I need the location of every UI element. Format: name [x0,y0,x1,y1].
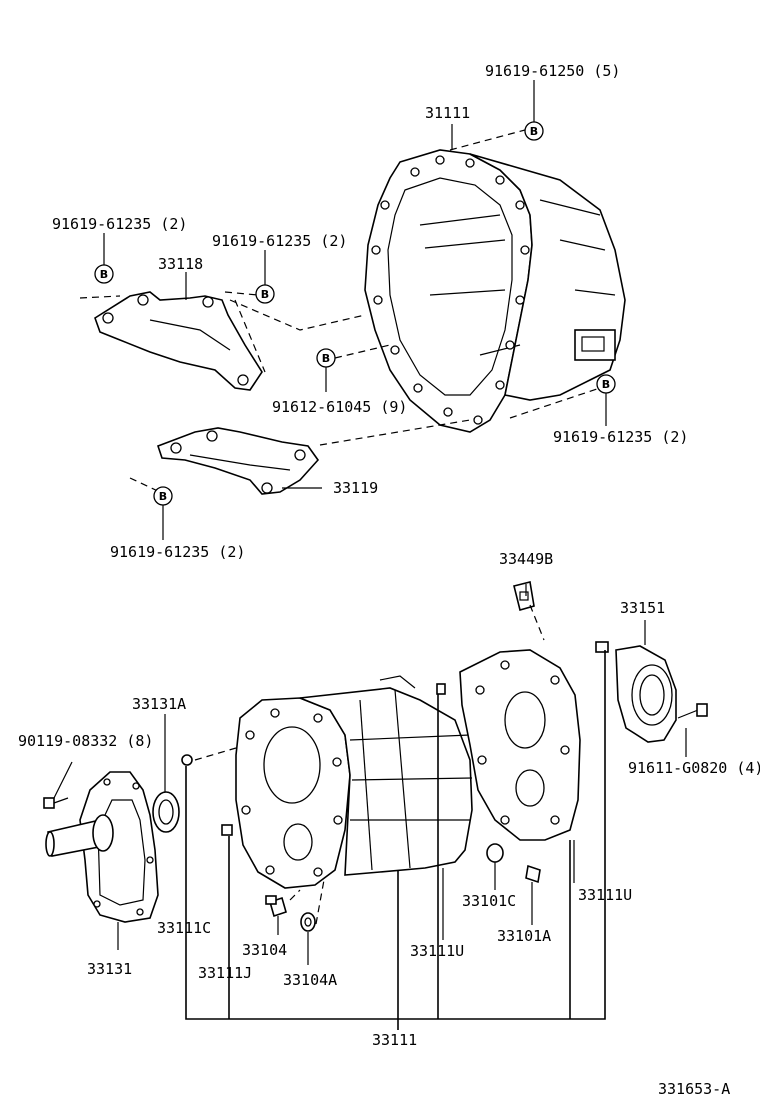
label-33111U-right: 33111U [578,886,632,904]
bracket-33118[interactable] [94,291,263,391]
label-33111-bottom: 33111 [372,1031,417,1049]
label-33104: 33104 [242,941,287,959]
callout-b-5: B [596,374,616,394]
adapter-plate[interactable] [459,649,581,841]
gasket-33101C[interactable] [486,843,504,863]
bolt-90119-08332[interactable] [43,797,69,809]
oil-seal-33131A[interactable] [152,791,180,833]
pin-33111C[interactable] [221,824,233,836]
clutch-housing-31111[interactable] [364,149,626,433]
gasket-33104A[interactable] [300,912,316,932]
callout-b-6: B [153,486,173,506]
ring-33111J[interactable] [181,754,193,766]
plug-33104[interactable] [265,895,287,918]
callout-b-4: B [316,348,336,368]
label-91619-61235-c: 91619-61235 (2) [553,428,688,446]
bracket-33119[interactable] [156,427,320,495]
label-91619-61235-d: 91619-61235 (2) [110,543,245,561]
label-91619-61235-b: 91619-61235 (2) [212,232,347,250]
label-33111C: 33111C [157,919,211,937]
svg-text:B: B [159,490,167,503]
label-91619-61235-a: 91619-61235 (2) [52,215,187,233]
label-33449B: 33449B [499,550,553,568]
svg-text:B: B [100,268,108,281]
diagram-id: 331653-A [658,1080,730,1098]
label-33119: 33119 [333,479,378,497]
clip-33449B[interactable] [513,581,535,611]
label-91612-61045: 91612-61045 (9) [272,398,407,416]
label-33111U-mid: 33111U [410,942,464,960]
label-33131: 33131 [87,960,132,978]
label-90119-08332: 90119-08332 (8) [18,732,153,750]
label-91611-G0820: 91611-G0820 (4) [628,759,760,777]
callout-b-2: B [94,264,114,284]
svg-text:B: B [261,288,269,301]
label-91619-61250: 91619-61250 (5) [485,62,620,80]
svg-text:B: B [530,125,538,138]
label-33101C: 33101C [462,892,516,910]
callout-b-1: B [524,121,544,141]
label-33131A: 33131A [132,695,186,713]
label-33118: 33118 [158,255,203,273]
dowel-33111U-left[interactable] [436,683,446,695]
label-31111-top: 31111 [425,104,470,122]
label-33111J: 33111J [198,964,252,982]
extension-housing-33131[interactable] [45,771,159,923]
bolt-91611-G0820[interactable] [677,703,708,719]
label-33151: 33151 [620,599,665,617]
label-33104A: 33104A [283,971,337,989]
plug-33101A[interactable] [525,864,541,884]
transmission-case-33111[interactable] [235,675,473,889]
callout-b-3: B [255,284,275,304]
svg-text:B: B [602,378,610,391]
dowel-33111U-right[interactable] [595,641,609,653]
label-33101A: 33101A [497,927,551,945]
retainer-33151[interactable] [615,645,677,743]
svg-text:B: B [322,352,330,365]
